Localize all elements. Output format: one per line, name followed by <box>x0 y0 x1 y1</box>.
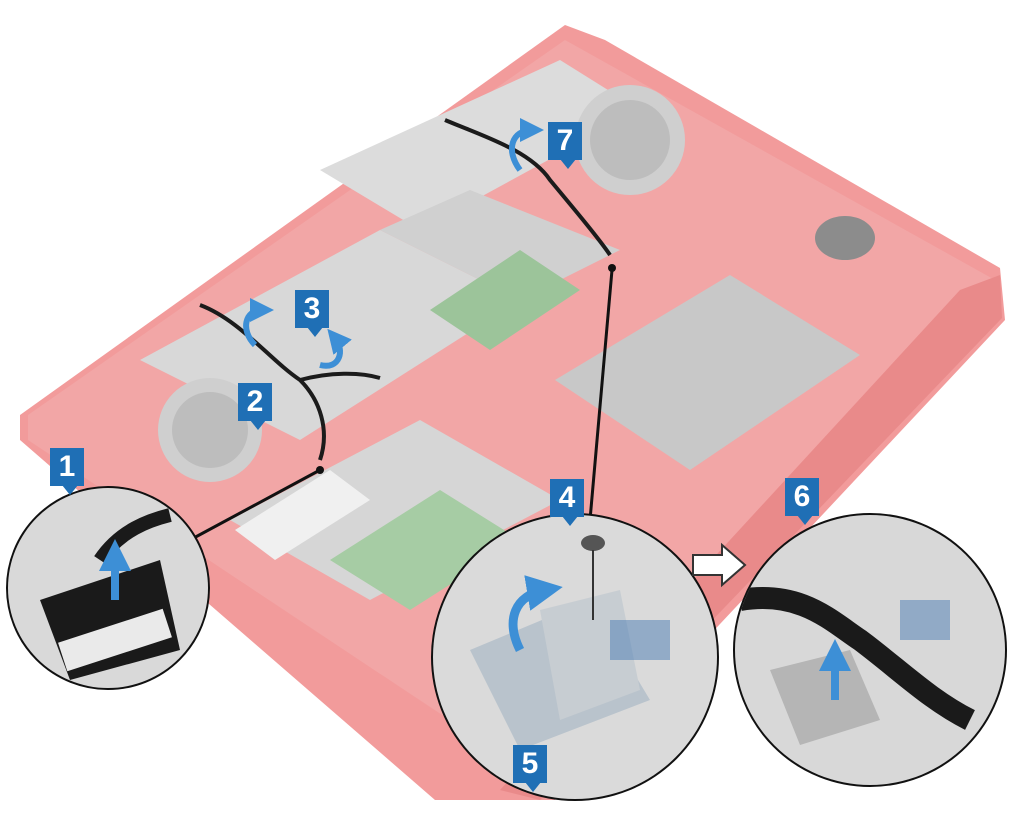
screw-icon <box>581 535 605 620</box>
display-cable <box>199 118 612 461</box>
zoom-detail-1 <box>6 486 210 690</box>
zoom-detail-4 <box>431 513 719 801</box>
step-callout-5: 5 <box>513 745 547 792</box>
step-callout-3: 3 <box>295 290 329 337</box>
next-arrow-icon <box>692 542 747 588</box>
callout-leaders <box>189 269 614 542</box>
step-callout-2: 2 <box>238 383 272 430</box>
zoom-detail-6 <box>733 513 1007 787</box>
laptop-base <box>20 25 1005 800</box>
rotate-arrow-icon <box>508 575 563 653</box>
step-callout-4: 4 <box>550 479 584 526</box>
step-callout-1: 1 <box>50 448 84 495</box>
step-callout-6: 6 <box>785 478 819 525</box>
step-callout-7: 7 <box>548 122 582 169</box>
leader-dot-1 <box>316 466 324 474</box>
leader-dot-4 <box>608 264 616 272</box>
rotate-arrow-icon <box>243 118 544 369</box>
